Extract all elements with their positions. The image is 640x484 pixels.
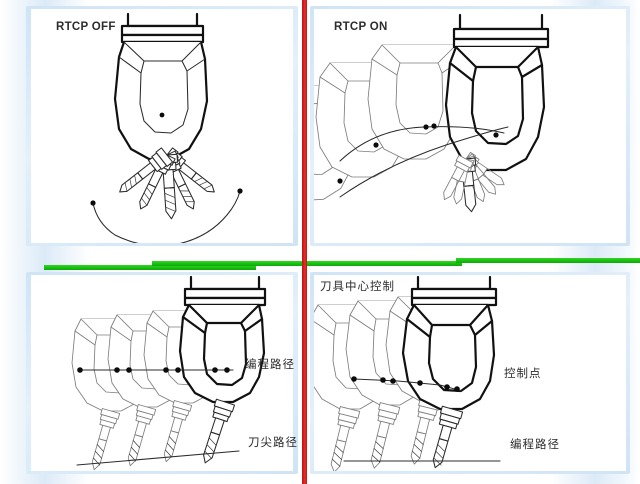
pivot-point-icon [337,178,343,184]
label-tool-center-control: 刀具中心控制 [320,279,395,293]
arc-endpoint-icon [237,188,243,194]
control-point-icon [175,367,181,373]
control-point-icon [417,380,423,386]
quadrant-bottom-right [314,275,626,471]
control-point-icon [212,367,218,373]
control-point-icon [390,378,396,384]
tool-tip-arc-path-icon [92,190,241,243]
spindle-mount-bracket-icon [183,275,267,307]
tool-fan-group [119,147,215,220]
tool-fan-group [443,151,505,213]
spindle-mount-bracket-icon [120,12,205,44]
control-point-path-icon [339,126,509,198]
rtcp-on-illustration [314,13,550,213]
label-control-point: 控制点 [504,366,542,380]
quadrant-top-right [314,9,626,243]
divider-vertical-red [302,0,307,484]
pivot-point-icon [431,123,437,129]
spindle-head-ghost-icon [367,44,463,160]
divider-horizontal-green-left [44,265,256,270]
spindle-head-icon [444,45,546,172]
spindle-mount-bracket-icon [410,275,498,307]
control-point-icon [454,386,460,392]
spindle-head-icon [401,303,496,469]
control-point-icon [351,376,357,382]
rtcp-off-illustration [90,12,243,243]
quadrant-bottom-left [31,275,293,471]
spindle-head-icon [178,303,266,464]
tool-center-control-illustration [314,275,501,471]
control-point-icon [77,367,83,373]
spindle-mount-bracket-icon [452,13,550,49]
control-point-icon [444,384,450,390]
divider-horizontal-green-right [456,258,640,263]
label-programmed-path-bl: 编程路径 [245,357,295,371]
spindle-head-icon [113,40,209,161]
label-tool-tip-path-bl: 刀尖路径 [248,435,298,449]
control-point-icon [126,367,132,373]
programmed-vs-tip-path-illustration [71,275,267,471]
label-rtcp-on: RTCP ON [334,21,388,33]
tool-tip-path-line-icon [76,450,240,466]
divider-horizontal-green-mid [152,261,462,266]
arc-endpoint-icon [90,200,96,206]
pivot-point-icon [493,132,499,138]
label-programmed-path-br: 编程路径 [510,437,560,451]
pivot-point-icon [423,124,429,130]
control-point-icon [114,367,120,373]
control-point-icon [163,367,169,373]
quadrant-top-left [31,9,293,243]
pivot-point-icon [159,112,165,118]
control-point-icon [380,377,386,383]
label-rtcp-off: RTCP OFF [56,21,116,33]
pivot-point-icon [373,142,379,148]
control-point-icon [224,367,230,373]
